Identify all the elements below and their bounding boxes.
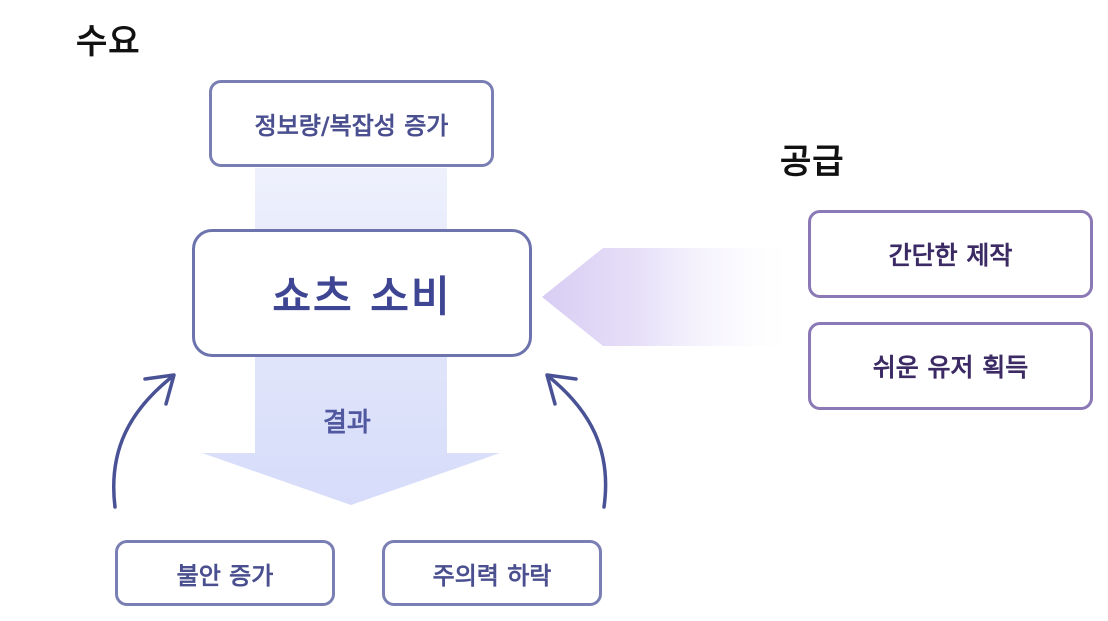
supply-title: 공급: [780, 142, 845, 182]
right-curve-arrow-icon: [546, 374, 608, 509]
supply-flow-arrow: [542, 248, 790, 346]
info-complexity-box: 정보량/복잡성 증가: [209, 80, 494, 167]
left-curve-arrow-icon: [112, 374, 175, 509]
easy-production-box: 간단한 제작: [808, 210, 1093, 298]
anxiety-increase-box: 불안 증가: [115, 540, 335, 606]
attention-decrease-label: 주의력 하락: [432, 561, 552, 590]
result-label: 결과: [323, 408, 371, 438]
attention-decrease-box: 주의력 하락: [382, 540, 602, 606]
left-arrowhead-icon: [143, 373, 176, 406]
easy-production-label: 간단한 제작: [888, 241, 1013, 270]
shorts-consumption-box: 쇼츠 소비: [192, 229, 532, 357]
shorts-consumption-label: 쇼츠 소비: [272, 271, 452, 321]
info-complexity-label: 정보량/복잡성 증가: [254, 112, 449, 140]
demand-title: 수요: [76, 22, 141, 62]
right-arrowhead-icon: [545, 373, 578, 406]
easy-user-acquisition-label: 쉬운 유저 획득: [872, 353, 1029, 382]
easy-user-acquisition-box: 쉬운 유저 획득: [808, 322, 1093, 410]
anxiety-increase-label: 불안 증가: [176, 561, 274, 590]
